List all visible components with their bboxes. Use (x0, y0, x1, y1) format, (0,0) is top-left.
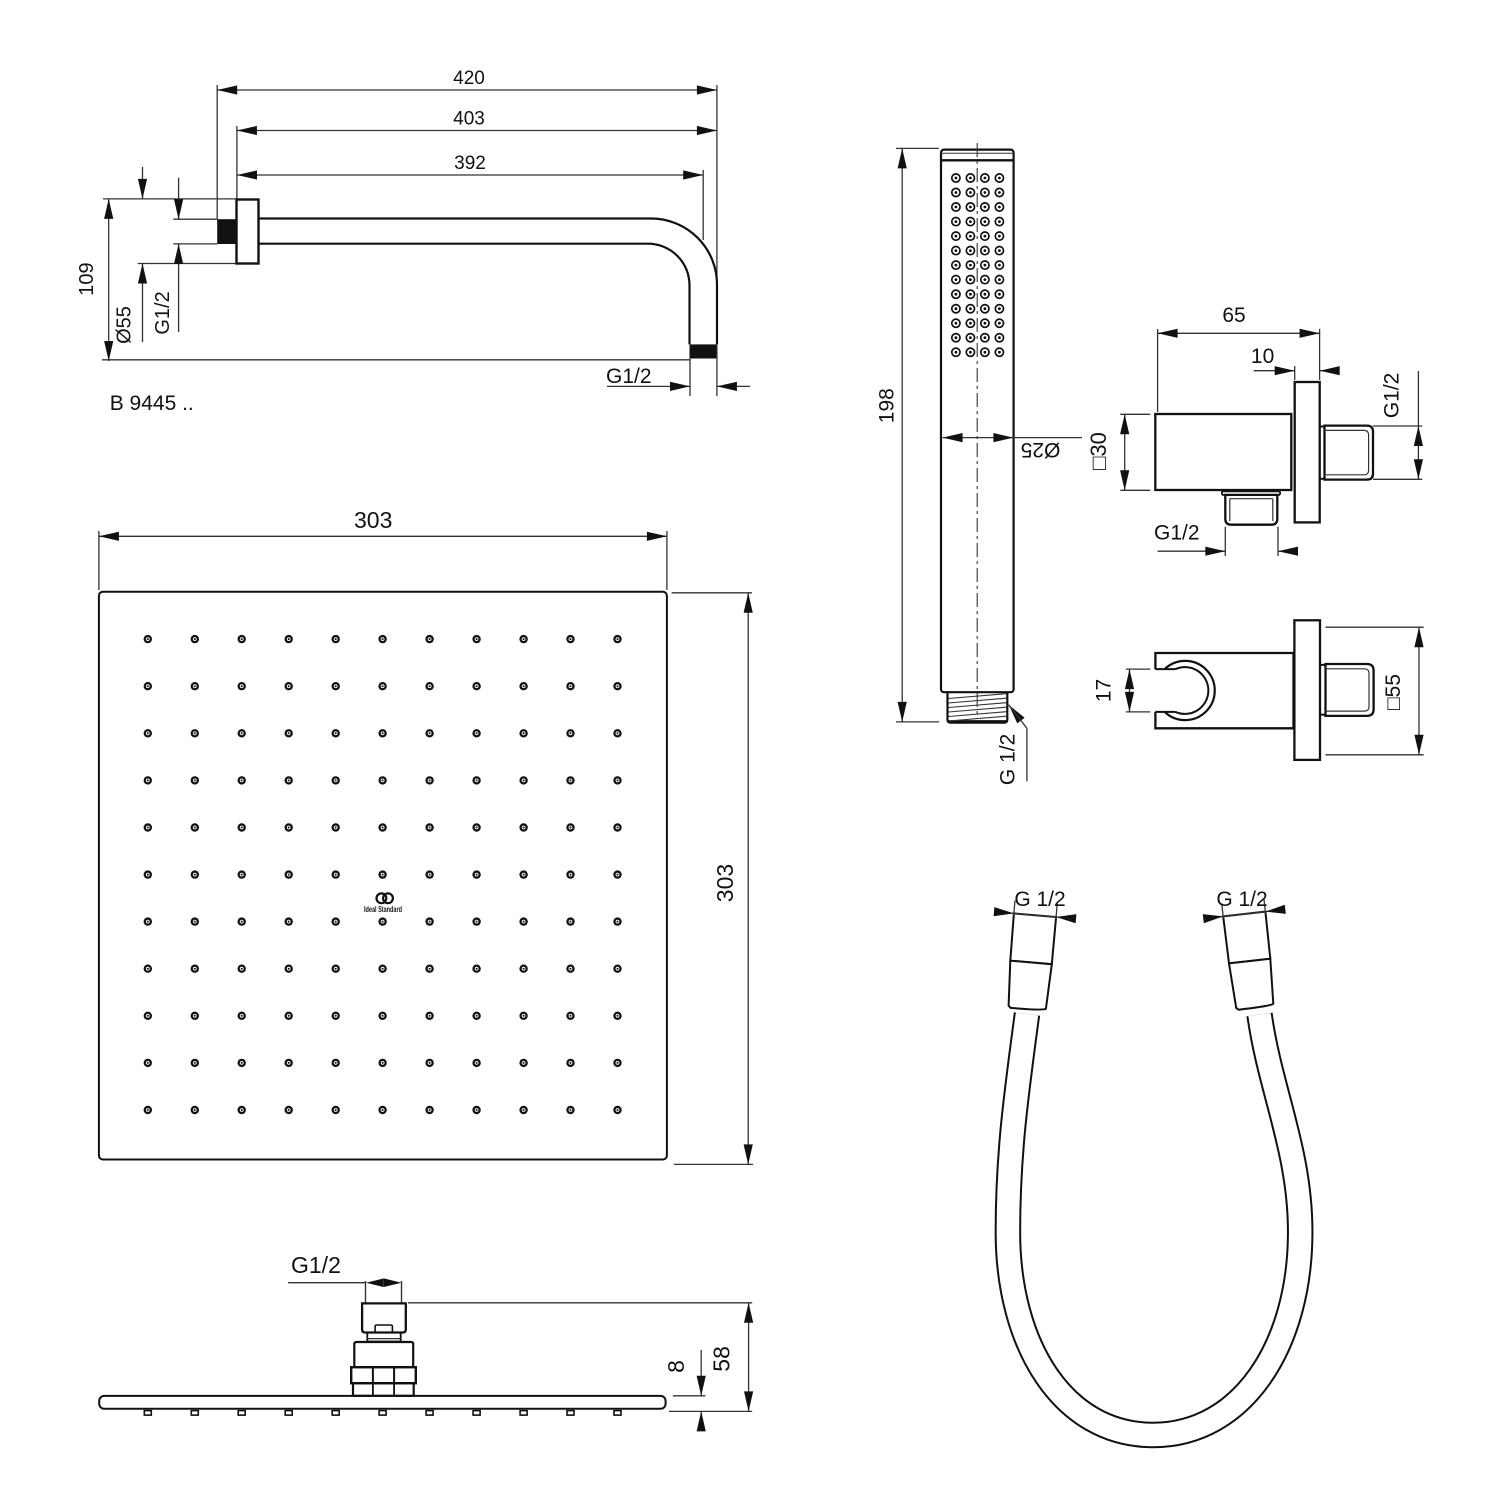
svg-text:10: 10 (1251, 345, 1274, 368)
svg-text:17: 17 (1093, 679, 1116, 702)
svg-text:G1/2: G1/2 (152, 291, 174, 334)
svg-text:Ideal Standard: Ideal Standard (364, 905, 402, 914)
svg-text:403: 403 (453, 109, 485, 130)
svg-text:Ø25: Ø25 (1021, 438, 1061, 461)
svg-text:B 9445 ..: B 9445 .. (110, 392, 194, 415)
svg-text:8: 8 (663, 1360, 689, 1373)
svg-text:198: 198 (876, 388, 899, 423)
svg-text:303: 303 (354, 507, 392, 533)
svg-text:58: 58 (708, 1346, 734, 1372)
svg-text:G 1/2: G 1/2 (1216, 888, 1267, 911)
svg-text:G1/2: G1/2 (291, 1252, 341, 1278)
svg-text:Ø55: Ø55 (114, 306, 136, 344)
svg-text:420: 420 (453, 68, 485, 89)
svg-text:G1/2: G1/2 (1381, 373, 1404, 419)
svg-text:□30: □30 (1086, 432, 1111, 470)
svg-text:G 1/2: G 1/2 (997, 734, 1020, 785)
svg-text:109: 109 (76, 262, 98, 295)
svg-text:G1/2: G1/2 (606, 365, 652, 388)
svg-text:303: 303 (712, 864, 738, 902)
svg-text:□55: □55 (1382, 674, 1405, 710)
svg-text:65: 65 (1222, 304, 1245, 327)
svg-text:392: 392 (454, 153, 486, 174)
svg-text:G 1/2: G 1/2 (1014, 888, 1065, 911)
svg-text:G1/2: G1/2 (1154, 522, 1200, 545)
